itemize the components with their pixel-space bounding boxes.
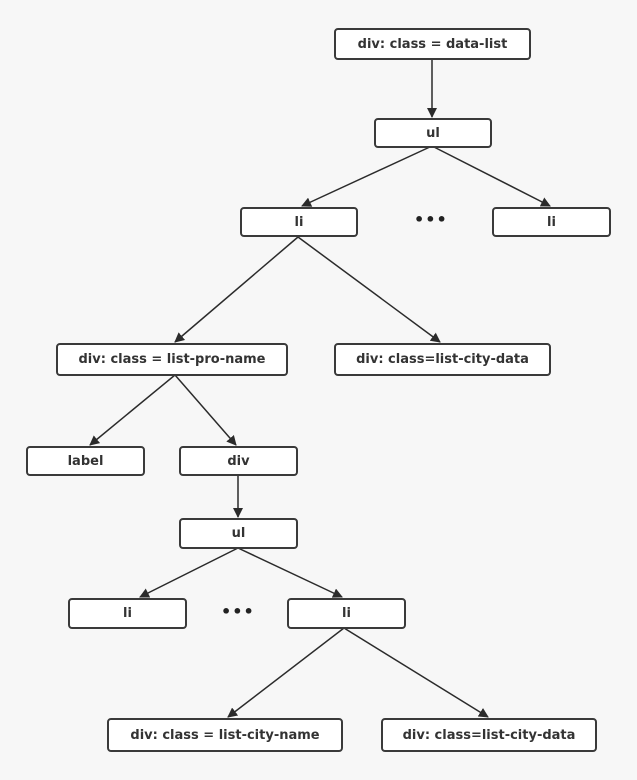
node-list-city-data-bottom: div: class=list-city-data [381, 718, 597, 752]
node-root-data-list: div: class = data-list [334, 28, 531, 60]
node-label: label [26, 446, 145, 476]
ellipsis-top: ••• [414, 210, 448, 229]
edge-ul-inner-to-li-left [139, 547, 239, 598]
node-ul-inner: ul [179, 518, 298, 549]
edge-ul-to-li-right [431, 145, 551, 207]
node-li-inner-left: li [68, 598, 187, 629]
edge-li-to-city-name [227, 627, 345, 718]
node-li-inner-right: li [287, 598, 406, 629]
edge-ul-to-li-left [301, 145, 433, 207]
node-li-right: li [492, 207, 611, 237]
node-list-city-data-top: div: class=list-city-data [334, 343, 551, 376]
edge-li-to-pro-name [174, 236, 299, 343]
edge-li-to-city-data-bottom [343, 627, 489, 718]
edge-li-to-city-data-top [297, 236, 441, 343]
node-div-inner: div [179, 446, 298, 476]
edge-pro-name-to-label [89, 374, 176, 446]
node-ul-top: ul [374, 118, 492, 148]
node-list-city-name: div: class = list-city-name [107, 718, 343, 752]
node-li-left: li [240, 207, 358, 237]
edge-ul-inner-to-li-right [237, 547, 343, 598]
edge-pro-name-to-div [174, 374, 237, 446]
node-list-pro-name: div: class = list-pro-name [56, 343, 288, 376]
ellipsis-bottom: ••• [221, 602, 255, 621]
